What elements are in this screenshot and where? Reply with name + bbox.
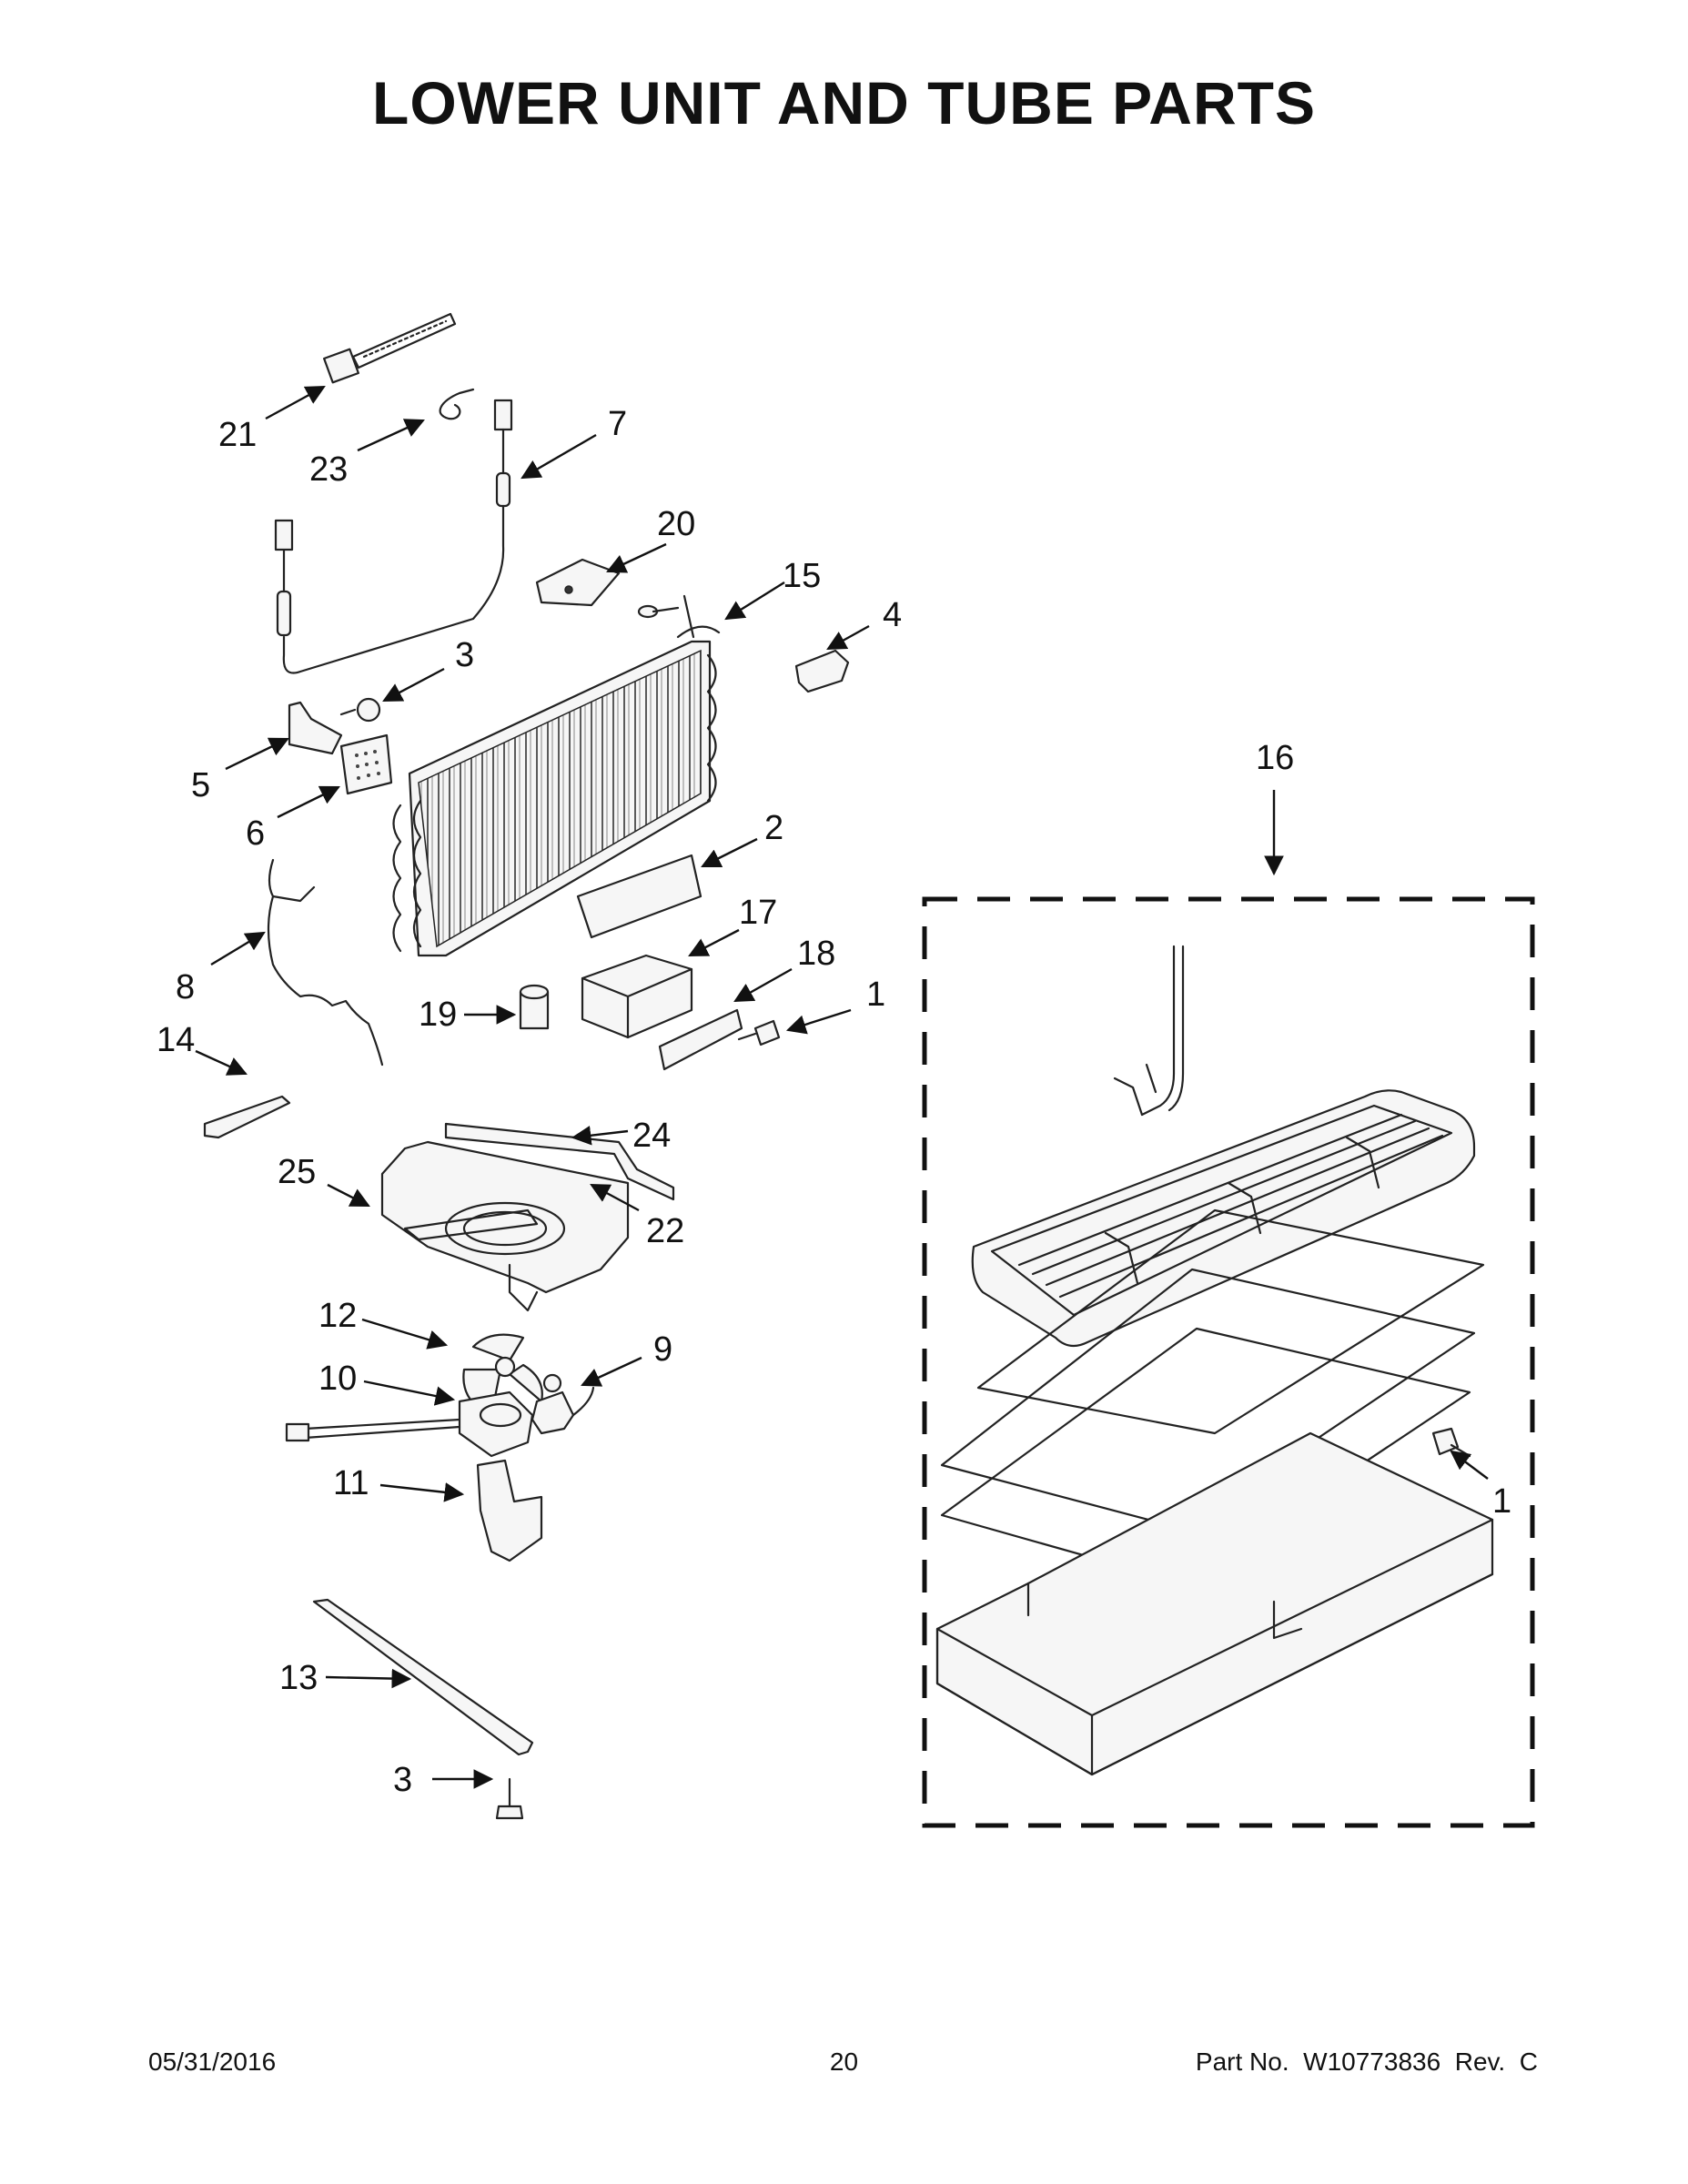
cylinder-part bbox=[519, 984, 550, 1030]
callout-1-upper: 1 bbox=[866, 976, 885, 1014]
callout-25: 25 bbox=[278, 1153, 316, 1191]
sensor-part bbox=[203, 1095, 291, 1139]
leader-lines bbox=[195, 385, 1489, 1789]
cover-plate-part bbox=[658, 1008, 743, 1071]
housing-bracket-part bbox=[581, 954, 693, 1039]
fan-motor-part bbox=[285, 1390, 534, 1458]
callout-23: 23 bbox=[309, 450, 348, 489]
callout-14: 14 bbox=[157, 1021, 195, 1059]
tube-clip-part bbox=[794, 649, 850, 693]
callout-22: 22 bbox=[646, 1212, 684, 1250]
motor-bracket-part bbox=[476, 1459, 543, 1562]
grommet-part bbox=[531, 1373, 595, 1435]
wire-harness-part bbox=[267, 858, 384, 1067]
callout-15: 15 bbox=[783, 557, 821, 595]
callout-3-lower: 3 bbox=[393, 1761, 412, 1799]
cable-tie-part bbox=[323, 312, 457, 384]
screw-part-upper bbox=[339, 697, 381, 723]
callout-12: 12 bbox=[318, 1297, 357, 1335]
footer-part-number: Part No. W10773836 Rev. C bbox=[1195, 2048, 1538, 2076]
callout-1-lower: 1 bbox=[1492, 1482, 1511, 1521]
callout-16: 16 bbox=[1256, 739, 1294, 777]
footer-date: 05/31/2016 bbox=[148, 2048, 277, 2076]
callout-4: 4 bbox=[883, 596, 902, 634]
page-title: LOWER UNIT AND TUBE PARTS bbox=[372, 69, 1316, 136]
callout-10: 10 bbox=[318, 1360, 357, 1398]
callout-24: 24 bbox=[632, 1117, 671, 1155]
callout-13: 13 bbox=[279, 1659, 318, 1697]
bracket-part bbox=[288, 701, 343, 755]
callout-5: 5 bbox=[191, 766, 210, 804]
evaporator-coil-part bbox=[392, 594, 721, 957]
wire-clip-part bbox=[439, 388, 475, 420]
callout-6: 6 bbox=[246, 814, 265, 853]
callout-19: 19 bbox=[419, 996, 457, 1034]
assembly-16-boundary bbox=[922, 896, 1535, 1828]
callout-17: 17 bbox=[739, 894, 777, 932]
callout-18: 18 bbox=[797, 935, 835, 973]
drain-shield-part bbox=[576, 854, 702, 939]
callout-3-upper: 3 bbox=[455, 636, 474, 674]
callout-21: 21 bbox=[218, 416, 257, 454]
fan-housing-part bbox=[380, 1140, 630, 1312]
callout-2: 2 bbox=[764, 809, 783, 847]
callout-9: 9 bbox=[653, 1330, 672, 1369]
screw-part-1 bbox=[737, 1019, 781, 1046]
rail-part bbox=[444, 1122, 675, 1201]
callout-11: 11 bbox=[333, 1464, 369, 1502]
thermostat-harness-part bbox=[274, 399, 513, 674]
callout-7: 7 bbox=[608, 405, 627, 443]
foam-pad-part bbox=[535, 558, 621, 607]
screw-part-lower bbox=[495, 1777, 524, 1820]
footer-page-number: 20 bbox=[829, 2048, 859, 2076]
trim-strip-part bbox=[312, 1598, 534, 1756]
callout-20: 20 bbox=[657, 505, 695, 543]
callout-8: 8 bbox=[176, 968, 195, 1006]
tube-tray-assembly bbox=[935, 945, 1494, 1776]
